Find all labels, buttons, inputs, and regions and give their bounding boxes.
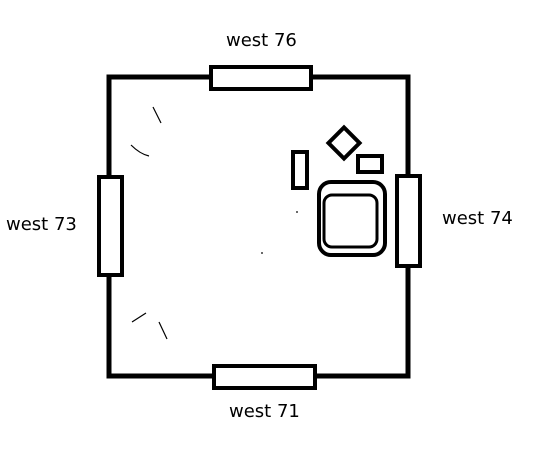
label-west-76: west 76	[226, 30, 297, 51]
label-west-73: west 73	[6, 214, 77, 235]
dot-2	[261, 252, 263, 254]
tick-mark-bottom-left-1	[131, 312, 147, 323]
furniture-chair-outer	[317, 180, 387, 257]
furniture-chair-inner	[322, 193, 379, 249]
tick-mark-bottom-left-2	[158, 321, 168, 340]
door-bottom	[212, 364, 317, 390]
door-left	[97, 175, 124, 277]
furniture-diamond	[325, 124, 363, 162]
furniture-small-rect	[356, 154, 384, 174]
tick-mark-top-left-1	[152, 106, 162, 124]
furniture-tall-rect	[291, 150, 309, 190]
door-right	[395, 174, 422, 268]
room-outline	[106, 74, 411, 379]
dot-1	[296, 211, 298, 213]
label-west-71: west 71	[229, 401, 300, 422]
door-top	[209, 65, 313, 91]
label-west-74: west 74	[442, 208, 513, 229]
tick-mark-top-left-2	[130, 144, 150, 157]
